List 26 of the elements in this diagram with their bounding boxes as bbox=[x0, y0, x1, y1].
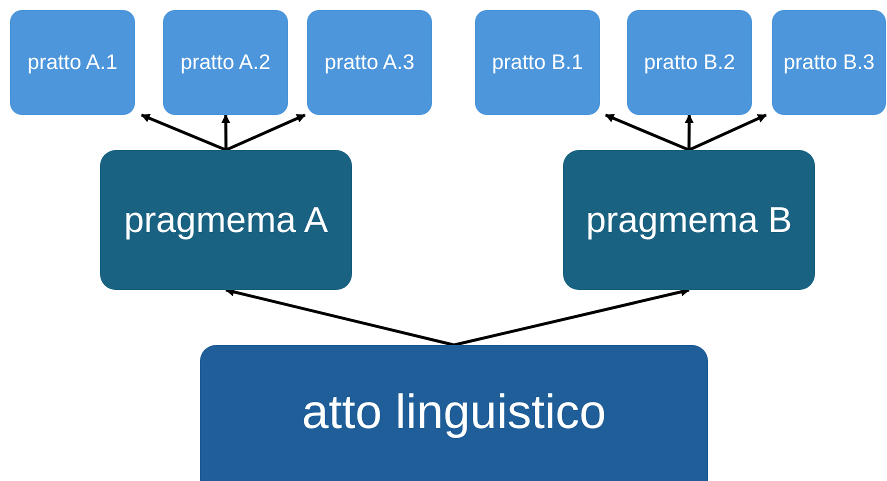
node-label: pratto B.3 bbox=[783, 50, 875, 76]
pratto-box bbox=[163, 10, 288, 115]
pratto-box bbox=[772, 10, 886, 115]
node-label: pragmema B bbox=[586, 198, 792, 242]
pratto-box bbox=[307, 10, 432, 115]
node-label: atto linguistico bbox=[302, 385, 606, 441]
pratto-box bbox=[475, 10, 600, 115]
atto-box bbox=[200, 345, 708, 481]
node-label: pratto A.2 bbox=[180, 50, 270, 76]
arrow bbox=[604, 114, 690, 152]
node-label: pratto B.1 bbox=[492, 50, 584, 76]
arrow bbox=[688, 114, 767, 152]
arrow bbox=[221, 114, 230, 150]
arrow bbox=[454, 287, 690, 346]
arrow bbox=[140, 114, 227, 152]
pragmema-box bbox=[563, 150, 815, 290]
node-label: pratto A.3 bbox=[324, 50, 414, 76]
node-label: pratto B.2 bbox=[644, 50, 736, 76]
pratto-box bbox=[10, 10, 135, 115]
pragmema-box bbox=[100, 150, 352, 290]
arrow bbox=[225, 288, 454, 346]
node-label: pratto A.1 bbox=[28, 50, 118, 76]
pratto-box bbox=[627, 10, 752, 115]
arrow bbox=[225, 114, 306, 152]
node-label: pragmema A bbox=[124, 198, 328, 242]
arrow bbox=[684, 114, 694, 150]
